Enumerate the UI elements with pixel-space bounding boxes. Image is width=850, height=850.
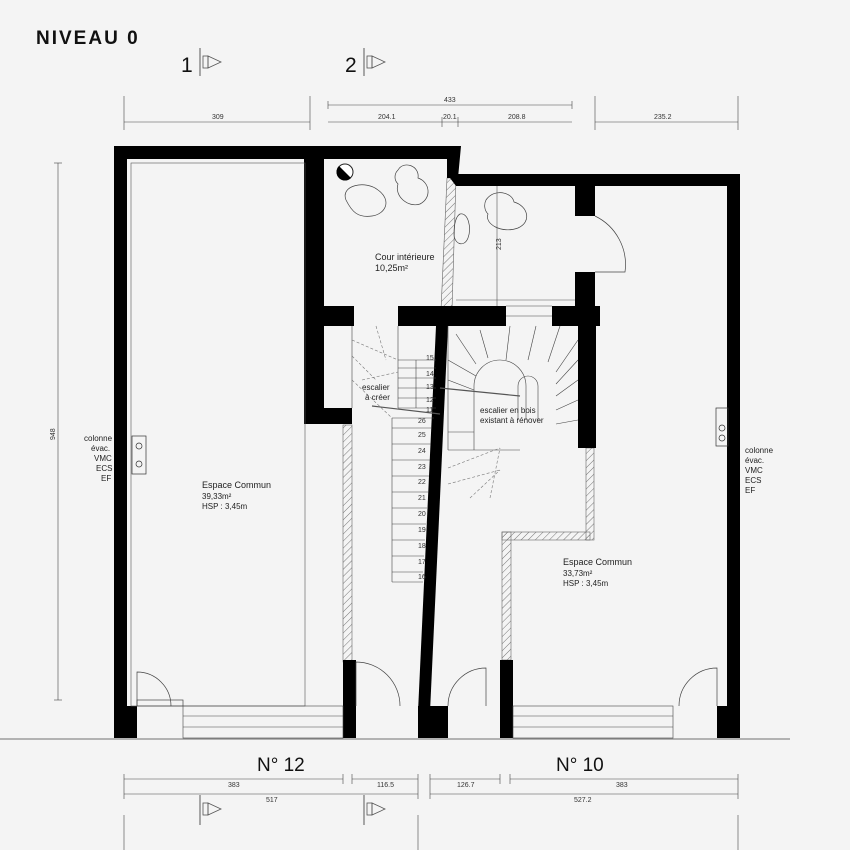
- column-right-3: VMC: [745, 466, 763, 475]
- cour-area: 10,25m²: [375, 263, 408, 273]
- dim-208: 208.8: [508, 114, 526, 121]
- column-left-3: VMC: [94, 454, 112, 463]
- step-15: 15: [426, 355, 434, 362]
- column-right-5: EF: [745, 486, 755, 495]
- dimensions-bottom: [123, 774, 739, 850]
- stair-arrow-new: [371, 405, 441, 415]
- dim-948: 948: [50, 428, 57, 440]
- room-left-name: Espace Commun: [202, 480, 271, 490]
- column-left-5: EF: [101, 474, 111, 483]
- walls: [114, 146, 740, 738]
- tree-symbol: [336, 163, 354, 181]
- hatched-wall-right-lower: [501, 531, 512, 661]
- step-26: 26: [418, 418, 426, 425]
- step-12: 12: [426, 397, 434, 404]
- section-marker-label-2: 2: [345, 54, 357, 77]
- column-left-2: évac.: [91, 444, 110, 453]
- room-right-area: 33,73m²: [563, 569, 593, 578]
- step-22: 22: [418, 479, 426, 486]
- column-left-1: colonne: [84, 434, 113, 443]
- step-17: 17: [418, 559, 426, 566]
- section-marker-bottom-2: [363, 795, 386, 825]
- dim-433: 433: [444, 97, 456, 104]
- column-right-4: ECS: [745, 476, 761, 485]
- hatched-wall-right-mid: [501, 531, 591, 541]
- room-outline-left: [130, 162, 306, 707]
- dimensions-top: [123, 96, 739, 130]
- dim-116: 116.5: [377, 782, 394, 789]
- stair-new-line2: à créer: [365, 393, 390, 402]
- section-marker-1: 1: [181, 48, 222, 77]
- section-marker-bottom-1: [199, 795, 222, 825]
- step-21: 21: [418, 495, 426, 502]
- stair-new-line1: escalier: [362, 383, 390, 392]
- step-16: 16: [418, 574, 426, 581]
- step-23: 23: [418, 464, 426, 471]
- step-11: 11: [426, 407, 433, 414]
- column-right-2: évac.: [745, 456, 764, 465]
- dim-383-right: 383: [616, 782, 628, 789]
- room-right-name: Espace Commun: [563, 557, 632, 567]
- street-number-12: N° 12: [257, 755, 305, 776]
- hatched-wall-left: [342, 424, 353, 663]
- stair-arrow-existing: [439, 387, 521, 397]
- dim-204: 204.1: [378, 114, 396, 121]
- step-13: 13: [426, 384, 434, 391]
- room-left-hsp: HSP : 3,45m: [202, 502, 248, 511]
- dim-527: 527.2: [574, 797, 592, 804]
- column-right-1: colonne: [745, 446, 774, 455]
- stair-new: [351, 326, 436, 583]
- step-20: 20: [418, 511, 426, 518]
- room-left-area: 39,33m²: [202, 492, 232, 501]
- dim-383-left: 383: [228, 782, 240, 789]
- stair-existing: [447, 305, 579, 451]
- section-marker-2: 2: [345, 48, 386, 77]
- dim-20: 20.1: [443, 114, 457, 121]
- dim-309: 309: [212, 114, 224, 121]
- step-18: 18: [418, 543, 426, 550]
- page-title: NIVEAU 0: [36, 28, 140, 49]
- doors: [136, 215, 718, 707]
- cour-name: Cour intérieure: [375, 252, 435, 262]
- column-box-right: [715, 407, 729, 447]
- column-box-left: [131, 435, 147, 475]
- dim-235: 235.2: [654, 114, 672, 121]
- dim-213: 213: [496, 238, 503, 250]
- step-14: 14: [426, 371, 434, 378]
- room-right-hsp: HSP : 3,45m: [563, 579, 609, 588]
- step-19: 19: [418, 527, 426, 534]
- dimension-height: [54, 162, 62, 701]
- front-windows: [182, 705, 674, 739]
- dim-126: 126.7: [457, 782, 475, 789]
- street-number-10: N° 10: [556, 755, 604, 776]
- hatched-wall-right-upper: [585, 447, 595, 541]
- dim-517: 517: [266, 797, 278, 804]
- stair-old-line2: existant à rénover: [480, 416, 544, 425]
- section-marker-label-1: 1: [181, 54, 193, 77]
- step-25: 25: [418, 432, 426, 439]
- stair-old-line1: escalier en bois: [480, 406, 536, 415]
- column-left-4: ECS: [96, 464, 112, 473]
- step-24: 24: [418, 448, 426, 455]
- courtyard-wall-hatched: [440, 177, 457, 311]
- courtyard-plants: [344, 164, 527, 245]
